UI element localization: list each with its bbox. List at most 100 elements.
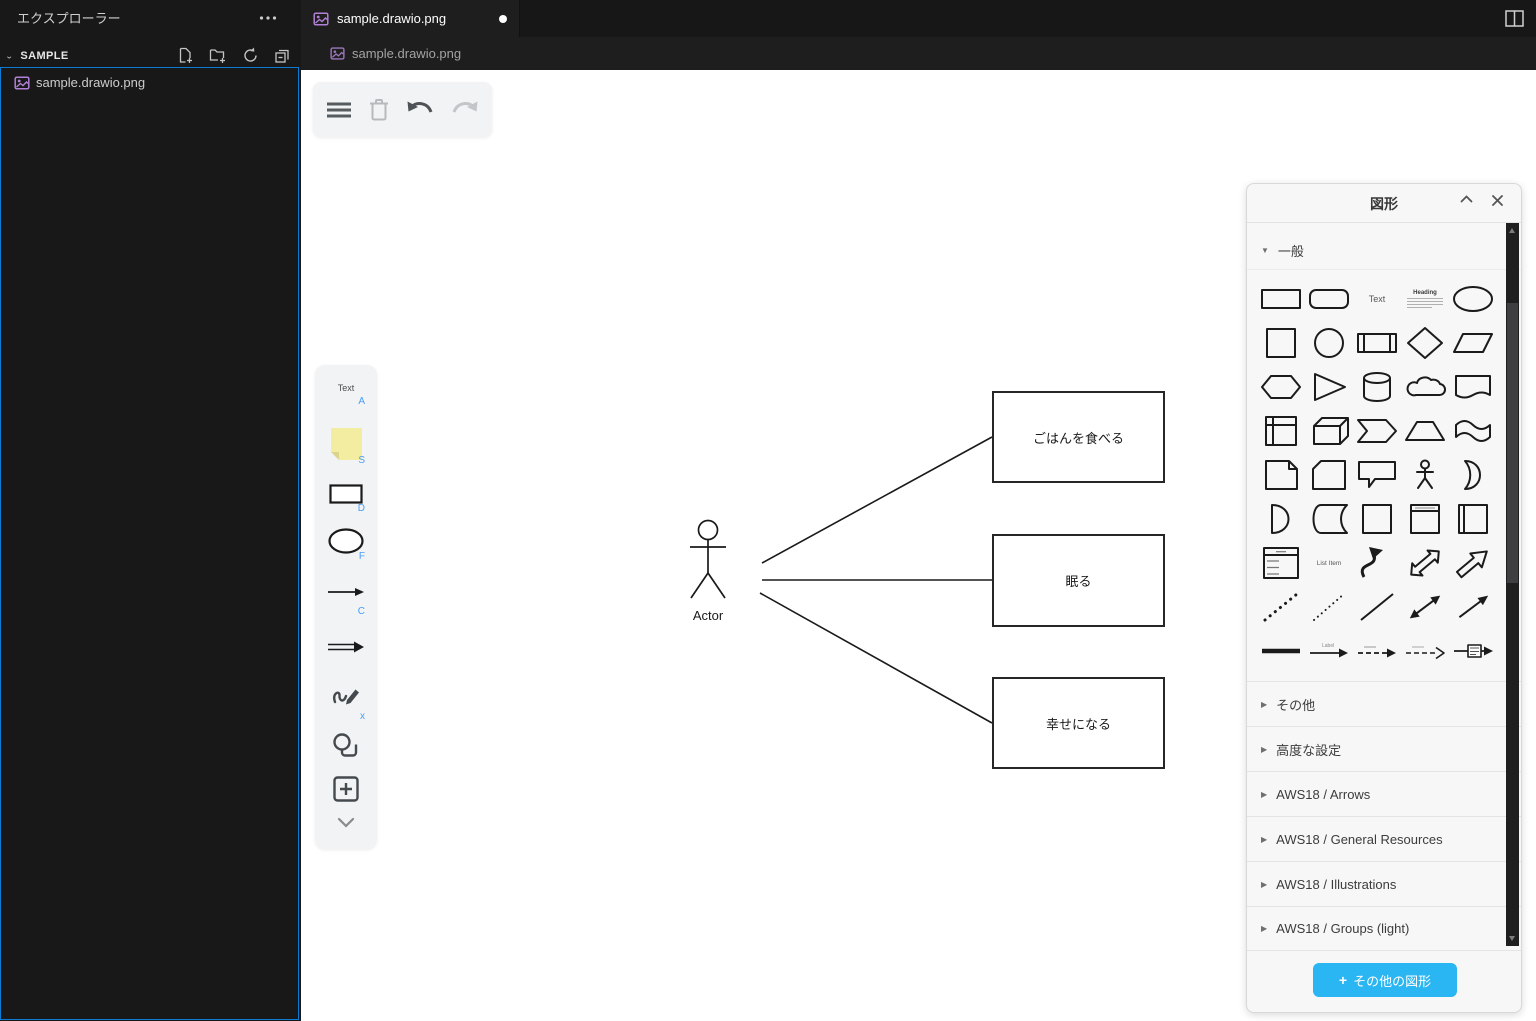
file-name: sample.drawio.png	[36, 75, 146, 90]
shapes-section-aws-general[interactable]: ▶AWS18 / General Resources	[1247, 816, 1521, 861]
shape-tape[interactable]	[1449, 409, 1497, 453]
ellipse-tool[interactable]	[315, 528, 377, 554]
shape-trapezoid[interactable]	[1401, 409, 1449, 453]
shape-process[interactable]	[1353, 321, 1401, 365]
text-tool[interactable]: Text	[315, 383, 377, 393]
shapes-section-general[interactable]: ▼ 一般	[1247, 232, 1521, 270]
scroll-up-icon[interactable]	[1509, 228, 1515, 233]
edge-eat[interactable]	[761, 436, 993, 564]
shape-container[interactable]	[1353, 497, 1401, 541]
shape-cloud[interactable]	[1401, 365, 1449, 409]
triangle-right-icon: ▶	[1261, 789, 1268, 799]
shapes-section-other[interactable]: ▶その他	[1247, 681, 1521, 726]
shape-dotted-line[interactable]	[1305, 585, 1353, 629]
more-shapes-button[interactable]: + その他の図形	[1313, 963, 1457, 997]
shape-callout[interactable]	[1353, 453, 1401, 497]
explorer-section-label: SAMPLE	[20, 50, 69, 62]
undo-icon[interactable]	[406, 99, 434, 120]
shape-ellipse[interactable]	[1449, 277, 1497, 321]
split-editor-icon[interactable]	[1505, 10, 1524, 32]
redo-icon[interactable]	[451, 99, 479, 120]
shape-textbox[interactable]: Heading	[1401, 277, 1449, 321]
shape-text[interactable]: Text	[1353, 277, 1401, 321]
refresh-icon[interactable]	[242, 47, 259, 64]
usecase-box-eat[interactable]: ごはんを食べる	[992, 391, 1165, 483]
shape-card[interactable]	[1305, 453, 1353, 497]
shape-label-arrow[interactable]: Label	[1305, 629, 1353, 673]
image-file-icon	[330, 46, 345, 61]
usecase-box-happy[interactable]: 幸せになる	[992, 677, 1165, 769]
file-item-sample-drawio-png[interactable]: sample.drawio.png	[0, 71, 301, 94]
usecase-label: 幸せになる	[1045, 716, 1111, 732]
shape-square[interactable]	[1257, 321, 1305, 365]
usecase-diagram[interactable]: Actor	[301, 70, 1536, 1021]
rectangle-tool[interactable]	[315, 484, 377, 504]
modified-dot-icon[interactable]	[499, 14, 507, 23]
panel-scrollbar-thumb[interactable]	[1507, 303, 1518, 583]
shapes-section-aws-groups[interactable]: ▶AWS18 / Groups (light)	[1247, 906, 1521, 951]
shape-rectangle[interactable]	[1257, 277, 1305, 321]
shapes-section-aws-arrows[interactable]: ▶AWS18 / Arrows	[1247, 771, 1521, 816]
shape-arrow[interactable]	[1449, 541, 1497, 585]
shape-actor[interactable]	[1401, 453, 1449, 497]
shape-link[interactable]	[1257, 629, 1305, 673]
freehand-tool[interactable]	[315, 681, 377, 711]
shape-bidirectional-arrow[interactable]	[1401, 541, 1449, 585]
shape-box-edge[interactable]	[1449, 629, 1497, 673]
insert-tool[interactable]	[315, 776, 377, 802]
shape-hexagon[interactable]	[1257, 365, 1305, 409]
usecase-box-sleep[interactable]: 眠る	[992, 534, 1165, 627]
shape-dashed-line[interactable]	[1257, 585, 1305, 629]
shape-document[interactable]	[1449, 365, 1497, 409]
shape-cube[interactable]	[1305, 409, 1353, 453]
shape-or[interactable]	[1449, 453, 1497, 497]
shape-dashed-open-edge[interactable]	[1401, 629, 1449, 673]
breadcrumb-bar: sample.drawio.png	[301, 37, 1536, 70]
shape-data-storage[interactable]	[1305, 497, 1353, 541]
palette-collapse-icon[interactable]	[315, 817, 377, 828]
tab-sample-drawio-png[interactable]: sample.drawio.png	[301, 0, 520, 37]
close-panel-icon[interactable]	[1492, 195, 1503, 206]
shape-and[interactable]	[1257, 497, 1305, 541]
shape-note[interactable]	[1257, 453, 1305, 497]
more-actions-icon[interactable]	[259, 8, 277, 26]
collapse-all-icon[interactable]	[274, 47, 291, 64]
mini-heading-label: Heading	[1413, 289, 1437, 296]
shape-triangle[interactable]	[1305, 365, 1353, 409]
shape-vertical-container[interactable]	[1401, 497, 1449, 541]
shape-dashed-edge[interactable]	[1353, 629, 1401, 673]
shape-line[interactable]	[1353, 585, 1401, 629]
line-arrow-tool[interactable]	[315, 585, 377, 599]
block-arrow-tool[interactable]	[315, 639, 377, 655]
shape-parallelogram[interactable]	[1449, 321, 1497, 365]
menu-icon[interactable]	[326, 100, 352, 120]
shape-cylinder[interactable]	[1353, 365, 1401, 409]
new-folder-icon[interactable]	[209, 47, 227, 64]
shape-diamond[interactable]	[1401, 321, 1449, 365]
delete-icon[interactable]	[369, 98, 389, 121]
shape-circle[interactable]	[1305, 321, 1353, 365]
breadcrumb-item[interactable]: sample.drawio.png	[330, 46, 461, 61]
shortcut-c: C	[357, 606, 365, 617]
shape-directional-connector[interactable]	[1449, 585, 1497, 629]
note-tool[interactable]	[315, 427, 377, 461]
shape-internal-storage[interactable]	[1257, 409, 1305, 453]
shapes-section-advanced[interactable]: ▶高度な設定	[1247, 726, 1521, 771]
scroll-down-icon[interactable]	[1509, 936, 1515, 941]
shape-list[interactable]	[1257, 541, 1305, 585]
explorer-section-sample[interactable]: ⌄ SAMPLE	[0, 44, 301, 68]
panel-scrollbar[interactable]	[1506, 223, 1519, 946]
shape-bidirectional-connector[interactable]	[1401, 585, 1449, 629]
edge-happy[interactable]	[759, 592, 993, 724]
actor-shape[interactable]	[690, 519, 726, 599]
new-file-icon[interactable]	[177, 47, 194, 64]
shape-rounded-rectangle[interactable]	[1305, 277, 1353, 321]
shapes-section-aws-illustrations[interactable]: ▶AWS18 / Illustrations	[1247, 861, 1521, 906]
shape-step[interactable]	[1353, 409, 1401, 453]
shape-curve[interactable]	[1353, 541, 1401, 585]
shape-horizontal-container[interactable]	[1449, 497, 1497, 541]
shape-list-item[interactable]: List Item	[1305, 541, 1353, 585]
shapes-search-tool[interactable]	[315, 731, 377, 761]
drawio-canvas[interactable]: Text A S D F C x	[301, 70, 1536, 1021]
collapse-panel-icon[interactable]	[1460, 195, 1473, 206]
